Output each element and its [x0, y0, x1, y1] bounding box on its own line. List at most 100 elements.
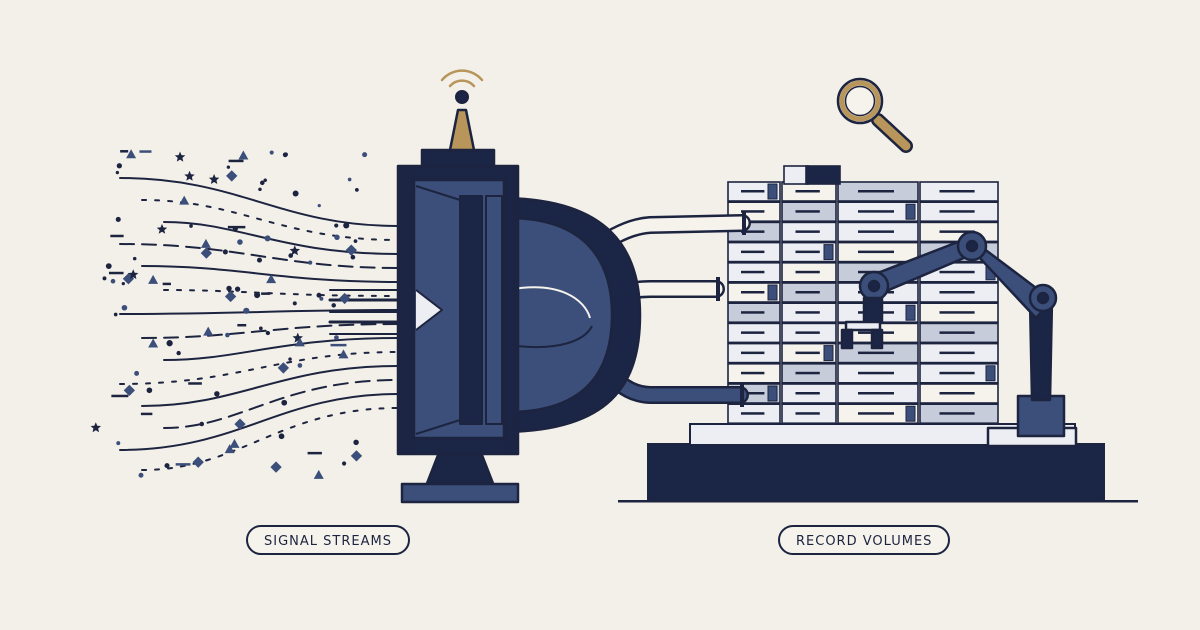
magnifier-icon: [836, 77, 913, 153]
signal-dot: [334, 234, 340, 241]
signal-stream-line: [163, 289, 399, 297]
signal-dot: [362, 152, 368, 158]
signal-stream-line: [141, 323, 399, 339]
signal-dot: [258, 187, 262, 192]
volume-label-line: [795, 351, 820, 355]
signal-stream-line: [119, 351, 399, 385]
volume-label-line: [939, 331, 975, 334]
volume-label-line: [795, 392, 820, 395]
signal-stream-line: [163, 379, 399, 429]
volume-label-line: [939, 412, 975, 415]
signal-dot: [341, 461, 347, 466]
signal-streams: [119, 177, 412, 471]
volume-label-line: [795, 230, 820, 233]
signal-dot: [132, 256, 137, 261]
volume-label-line: [939, 270, 975, 274]
signal-dot: [269, 150, 274, 155]
volume-label-line: [741, 392, 765, 395]
signal-dot: [292, 190, 299, 197]
signal-dot: [166, 340, 173, 347]
signal-triangle: [238, 150, 249, 160]
volume-label-line: [795, 291, 820, 294]
volume-label-line: [858, 250, 894, 254]
volume-label-line: [858, 412, 894, 415]
signal-dot: [334, 335, 339, 340]
signal-dot: [353, 439, 359, 446]
volume-label-line: [939, 190, 975, 193]
signal-star: [128, 269, 139, 280]
signal-dot: [278, 433, 285, 440]
signal-dot: [288, 253, 294, 258]
signal-stream-line: [119, 309, 399, 315]
signal-triangle: [203, 326, 214, 336]
signal-dot: [353, 239, 358, 243]
signal-diamond: [338, 292, 351, 305]
signal-dash: [307, 451, 322, 455]
signal-dash: [162, 282, 171, 286]
signal-star: [174, 151, 186, 162]
signal-dot: [265, 330, 271, 336]
signal-dot: [281, 399, 288, 406]
signal-dot: [214, 391, 220, 397]
signal-dot: [116, 441, 121, 446]
volume-label-line: [741, 250, 765, 254]
volume-label-line: [741, 291, 765, 294]
signal-diamond: [277, 362, 290, 374]
volume-label-line: [939, 210, 975, 213]
signal-dot: [134, 370, 140, 376]
signal-dot: [222, 249, 228, 255]
robot-arm-icon: [840, 230, 1078, 448]
signal-diamond: [192, 456, 204, 468]
volume-label-line: [939, 230, 975, 233]
record-volume: [805, 165, 841, 185]
signal-dot: [176, 350, 181, 356]
signal-diamond: [224, 290, 237, 303]
volume-tab: [767, 385, 778, 402]
signal-triangle: [313, 469, 324, 479]
signal-dot: [343, 222, 350, 229]
volume-label-line: [858, 230, 894, 233]
volume-tab: [905, 304, 916, 321]
volume-label-line: [741, 412, 765, 415]
signal-dot: [308, 260, 313, 265]
signal-dot: [113, 312, 118, 317]
signal-dot: [116, 163, 122, 169]
signal-stream-line: [163, 337, 399, 361]
volume-tab: [905, 405, 916, 422]
signal-dot: [288, 357, 292, 361]
signal-dot: [297, 363, 303, 368]
signal-star: [184, 170, 195, 181]
volume-label-line: [795, 371, 820, 375]
signal-dot: [334, 223, 339, 228]
signal-diamond: [234, 418, 246, 430]
signal-dot: [226, 285, 232, 292]
signal-dash: [140, 412, 153, 416]
volume-label-line: [939, 392, 975, 395]
signal-dash: [111, 394, 129, 398]
signal-dot: [347, 177, 352, 182]
signal-diamond: [226, 170, 238, 182]
volume-label-line: [795, 210, 820, 213]
signal-dot: [146, 387, 153, 394]
signal-triangle: [148, 274, 159, 284]
signal-dot: [282, 152, 288, 158]
signal-diamond: [123, 384, 136, 397]
antenna-icon: [440, 69, 484, 152]
volume-tab: [823, 345, 834, 362]
signal-dot: [164, 463, 170, 469]
signal-triangle: [126, 149, 137, 159]
signal-dash: [110, 234, 124, 238]
signal-dot: [256, 257, 262, 263]
signal-dot: [110, 278, 116, 284]
volume-label-line: [858, 351, 894, 355]
signal-dash: [188, 382, 202, 385]
signal-diamond: [270, 461, 282, 473]
volume-label-line: [858, 371, 894, 375]
signal-triangle: [148, 338, 159, 348]
signal-dot: [263, 178, 267, 182]
volume-label-line: [741, 371, 765, 375]
signal-dot: [225, 332, 230, 338]
volume-tab: [985, 365, 996, 382]
